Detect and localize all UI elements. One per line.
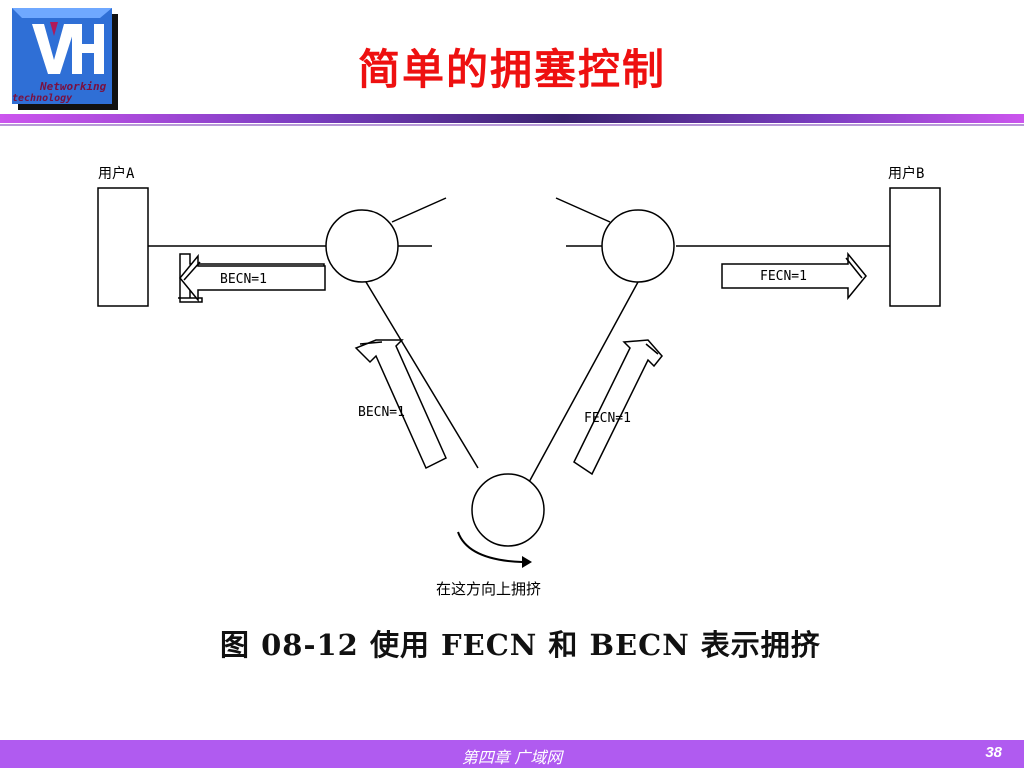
- figure-caption: 图 08-12 使用 FECN 和 BECN 表示拥挤: [220, 628, 821, 662]
- congestion-direction-arrow: [457, 531, 523, 563]
- title-divider-thin: [0, 124, 1024, 126]
- user-a-label: 用户A: [98, 165, 135, 182]
- page-number: 38: [985, 744, 1002, 761]
- becn-diagonal-label: BECN=1: [358, 405, 405, 420]
- switch-left: [325, 209, 399, 283]
- user-b-label: 用户B: [888, 165, 924, 182]
- user-a-box: [97, 187, 149, 307]
- title-divider: [0, 114, 1024, 123]
- footer-chapter: 第四章 广域网: [461, 750, 563, 767]
- fecn-top-label: FECN=1: [760, 269, 807, 284]
- congestion-note: 在这方向上拥挤: [436, 580, 541, 598]
- switch-right: [601, 209, 675, 283]
- fecn-becn-diagram: BECN=1 FECN=1 BECN=1 FECN=1 用户A 用户B 在这方向…: [97, 165, 941, 598]
- becn-diagonal-arrow: [354, 339, 447, 470]
- becn-top-label: BECN=1: [220, 272, 267, 287]
- page-title: 简单的拥塞控制: [357, 45, 666, 94]
- footer-bar: 第四章 广域网 38: [0, 740, 1024, 768]
- logo-line1: Networking: [39, 80, 107, 93]
- logo: Networking technology: [12, 8, 118, 110]
- logo-line2: technology: [12, 93, 73, 104]
- fecn-diagonal-label: FECN=1: [584, 411, 631, 426]
- fecn-arrow-shape: [721, 251, 867, 301]
- becn-arrow-shape: [179, 253, 326, 303]
- user-b-box: [889, 187, 941, 307]
- fecn-diagonal-arrow: [573, 339, 663, 476]
- switch-bottom: [471, 473, 545, 547]
